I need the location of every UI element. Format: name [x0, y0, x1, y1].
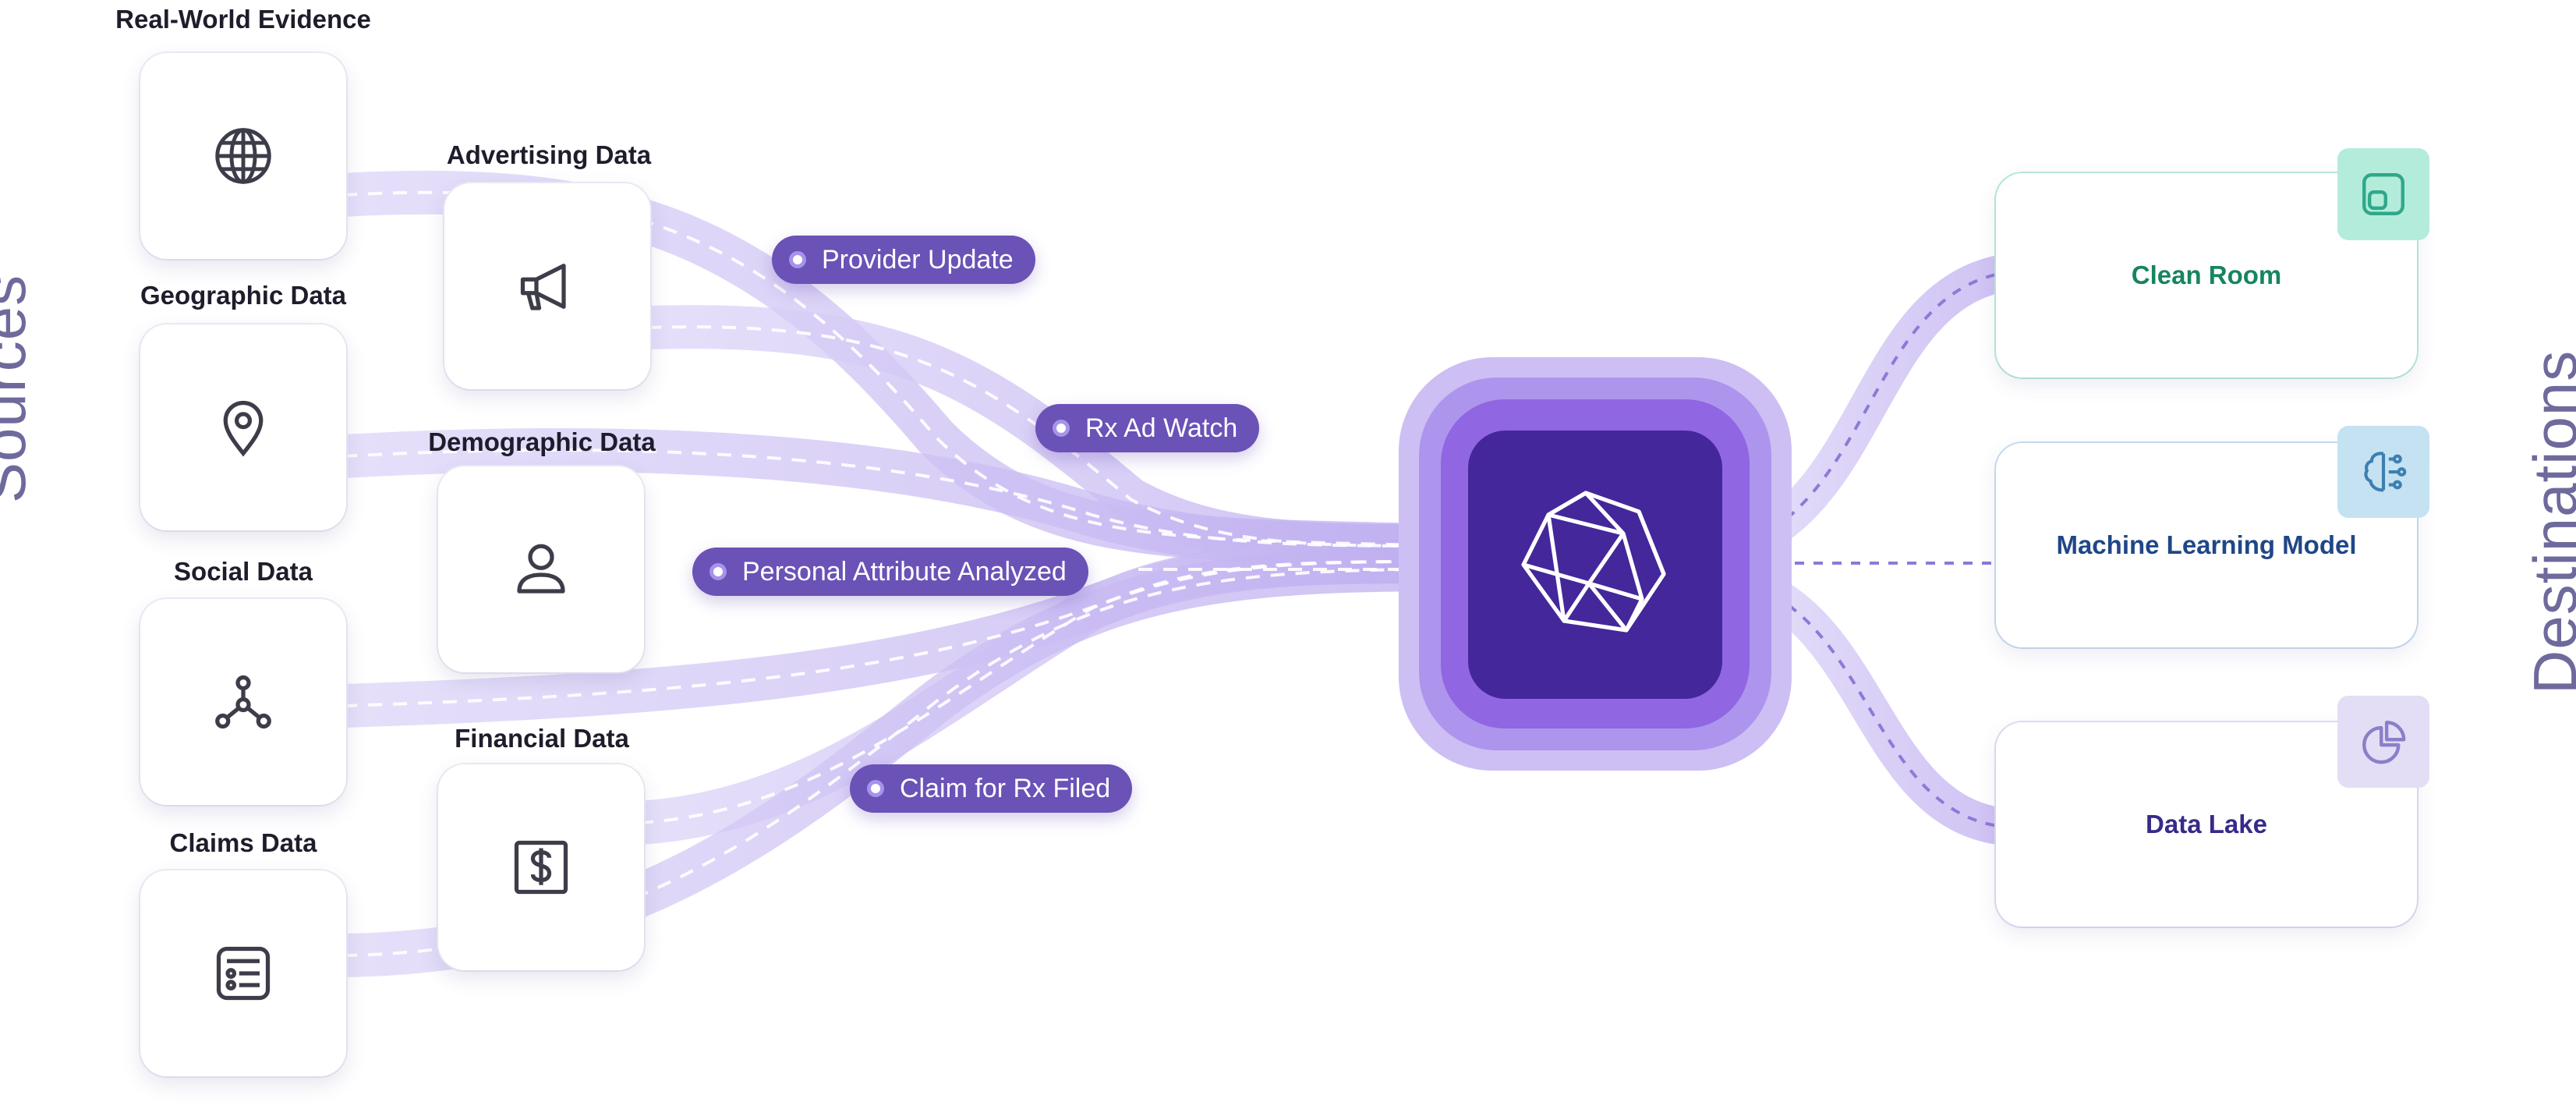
event-dot: [867, 780, 884, 797]
event-dot: [709, 563, 727, 580]
source-card-claims-data[interactable]: [140, 870, 346, 1076]
source-card-financial-data[interactable]: [438, 764, 644, 970]
source-card-advertising-data[interactable]: [444, 183, 650, 389]
source-label-advertising-data: Advertising Data: [446, 140, 652, 169]
source-card-social-data[interactable]: [140, 599, 346, 805]
network-icon: [215, 675, 271, 729]
clean-room-icon: [2362, 173, 2404, 215]
event-pill-personal-attribute-analyzed[interactable]: Personal Attribute Analyzed: [692, 548, 1088, 596]
source-card-demographic-data[interactable]: [438, 466, 644, 672]
event-dot: [789, 251, 806, 268]
destination-label-machine-learning-model: Machine Learning Model: [2056, 530, 2357, 559]
source-label-claims-data: Claims Data: [169, 828, 317, 857]
event-pill-provider-update[interactable]: Provider Update: [772, 236, 1035, 284]
source-label-financial-data: Financial Data: [455, 724, 629, 753]
event-label: Provider Update: [822, 244, 1014, 275]
source-label-geographic-data: Geographic Data: [140, 281, 347, 310]
globe-icon: [215, 128, 271, 184]
megaphone-icon: [520, 264, 566, 310]
event-dot: [1053, 420, 1070, 437]
map-pin-icon: [223, 400, 264, 457]
event-label: Rx Ad Watch: [1085, 413, 1238, 443]
event-label: Claim for Rx Filed: [900, 773, 1111, 803]
destination-label-clean-room: Clean Room: [2131, 261, 2282, 289]
source-card-real-world-evidence[interactable]: [140, 53, 346, 259]
source-label-social-data: Social Data: [174, 557, 313, 586]
event-pill-rx-ad-watch[interactable]: Rx Ad Watch: [1035, 404, 1260, 452]
dollar-icon: [514, 840, 568, 895]
source-label-real-world-evidence: Real-World Evidence: [115, 5, 371, 34]
destination-icon-badge-data-lake: [2337, 696, 2429, 788]
list-icon: [216, 946, 271, 1001]
source-label-demographic-data: Demographic Data: [428, 427, 656, 456]
destinations-title: Destinations: [2521, 349, 2576, 694]
destination-icon-badge-machine-learning-model: [2337, 426, 2429, 518]
pie-chart-icon: [2362, 721, 2406, 764]
person-icon: [517, 544, 565, 594]
brain-circuit-icon: [2364, 452, 2407, 492]
event-label: Personal Attribute Analyzed: [742, 556, 1067, 587]
polyhedron-icon: [1521, 491, 1666, 633]
event-pill-claim-for-rx-filed[interactable]: Claim for Rx Filed: [850, 764, 1133, 813]
source-card-geographic-data[interactable]: [140, 324, 346, 530]
sources-title: Sources: [0, 274, 38, 503]
hub-core[interactable]: [1468, 431, 1722, 699]
destination-icon-badge-clean-room: [2337, 148, 2429, 240]
destination-label-data-lake: Data Lake: [2146, 810, 2267, 838]
